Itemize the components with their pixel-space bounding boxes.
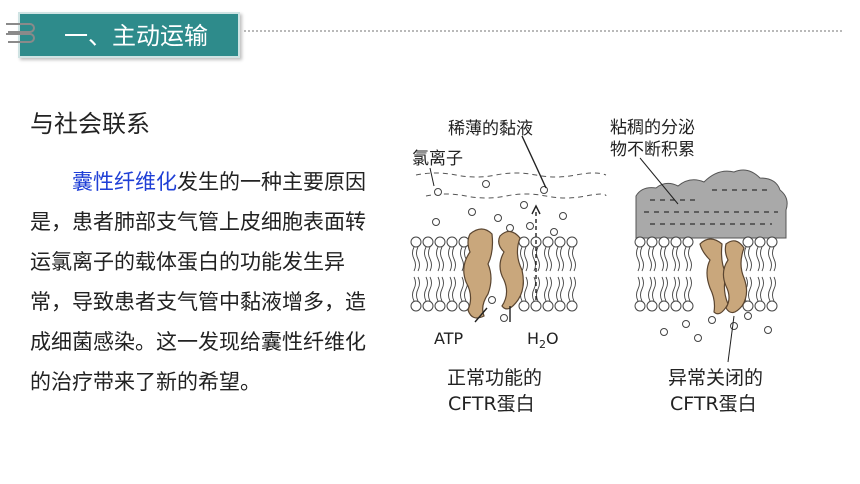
phospholipid	[554, 236, 566, 272]
phospholipid	[754, 276, 766, 312]
label-water: H2O	[527, 329, 559, 351]
trapped-ions	[660, 312, 772, 342]
body-paragraph: 囊性纤维化发生的一种主要原因是，患者肺部支气管上皮细胞表面转运氯离子的载体蛋白的…	[30, 162, 370, 402]
phospholipid	[670, 236, 682, 272]
cftr-protein-closed	[699, 238, 748, 315]
label-chloride-ion: 氯离子	[412, 149, 463, 169]
phospholipid	[434, 236, 446, 272]
phospholipid	[670, 276, 682, 312]
phospholipid	[434, 276, 446, 312]
caption-closed-line2: CFTR蛋白	[670, 393, 757, 415]
phospholipid	[422, 276, 434, 312]
phospholipid	[446, 276, 458, 312]
phospholipid	[446, 236, 458, 272]
phospholipid	[646, 236, 658, 272]
thick-mucus	[635, 169, 788, 239]
phospholipid	[658, 276, 670, 312]
phospholipid	[766, 276, 778, 312]
page-title: 一、主动运输	[64, 22, 208, 50]
label-water-h: H	[527, 329, 539, 348]
section-heading: 与社会联系	[30, 110, 150, 138]
label-thick-secretion-line1: 粘稠的分泌	[610, 118, 695, 138]
secretion-pointer	[639, 157, 679, 205]
caption-normal-line2: CFTR蛋白	[448, 393, 535, 415]
phospholipid	[754, 236, 766, 272]
chloride-pointer	[429, 167, 435, 187]
label-thin-mucus: 稀薄的黏液	[448, 119, 533, 139]
closed-pointer	[727, 315, 735, 363]
phospholipid	[646, 276, 658, 312]
title-bar: 一、主动运输	[18, 12, 240, 58]
phospholipid	[634, 236, 646, 272]
keyword-cystic-fibrosis: 囊性纤维化	[72, 170, 177, 194]
caption-closed-line1: 异常关闭的	[668, 367, 763, 389]
phospholipid	[742, 236, 754, 272]
phospholipid	[766, 236, 778, 272]
phospholipid	[566, 276, 578, 312]
phospholipid	[410, 276, 422, 312]
phospholipid	[554, 276, 566, 312]
header-divider	[244, 30, 842, 32]
phospholipid	[658, 236, 670, 272]
phospholipid	[566, 236, 578, 272]
phospholipid	[542, 236, 554, 272]
chloride-ions	[432, 180, 567, 322]
phospholipid	[634, 276, 646, 312]
phospholipid	[682, 236, 694, 272]
caption-normal-line1: 正常功能的	[447, 367, 542, 389]
paragraph-text: 发生的一种主要原因是，患者肺部支气管上皮细胞表面转运氯离子的载体蛋白的功能发生异…	[30, 170, 366, 394]
binder-rings-icon	[6, 23, 35, 43]
phospholipid	[410, 236, 422, 272]
label-atp: ATP	[434, 329, 463, 348]
thin-mucus-lines	[415, 172, 607, 199]
transport-arrows	[474, 135, 547, 323]
cftr-protein-normal	[463, 228, 524, 319]
phospholipid	[422, 236, 434, 272]
label-thick-secretion-line2: 物不断积累	[610, 140, 695, 160]
phospholipid	[542, 276, 554, 312]
label-water-o: O	[546, 329, 559, 348]
label-water-sub: 2	[539, 338, 546, 351]
phospholipid	[682, 276, 694, 312]
